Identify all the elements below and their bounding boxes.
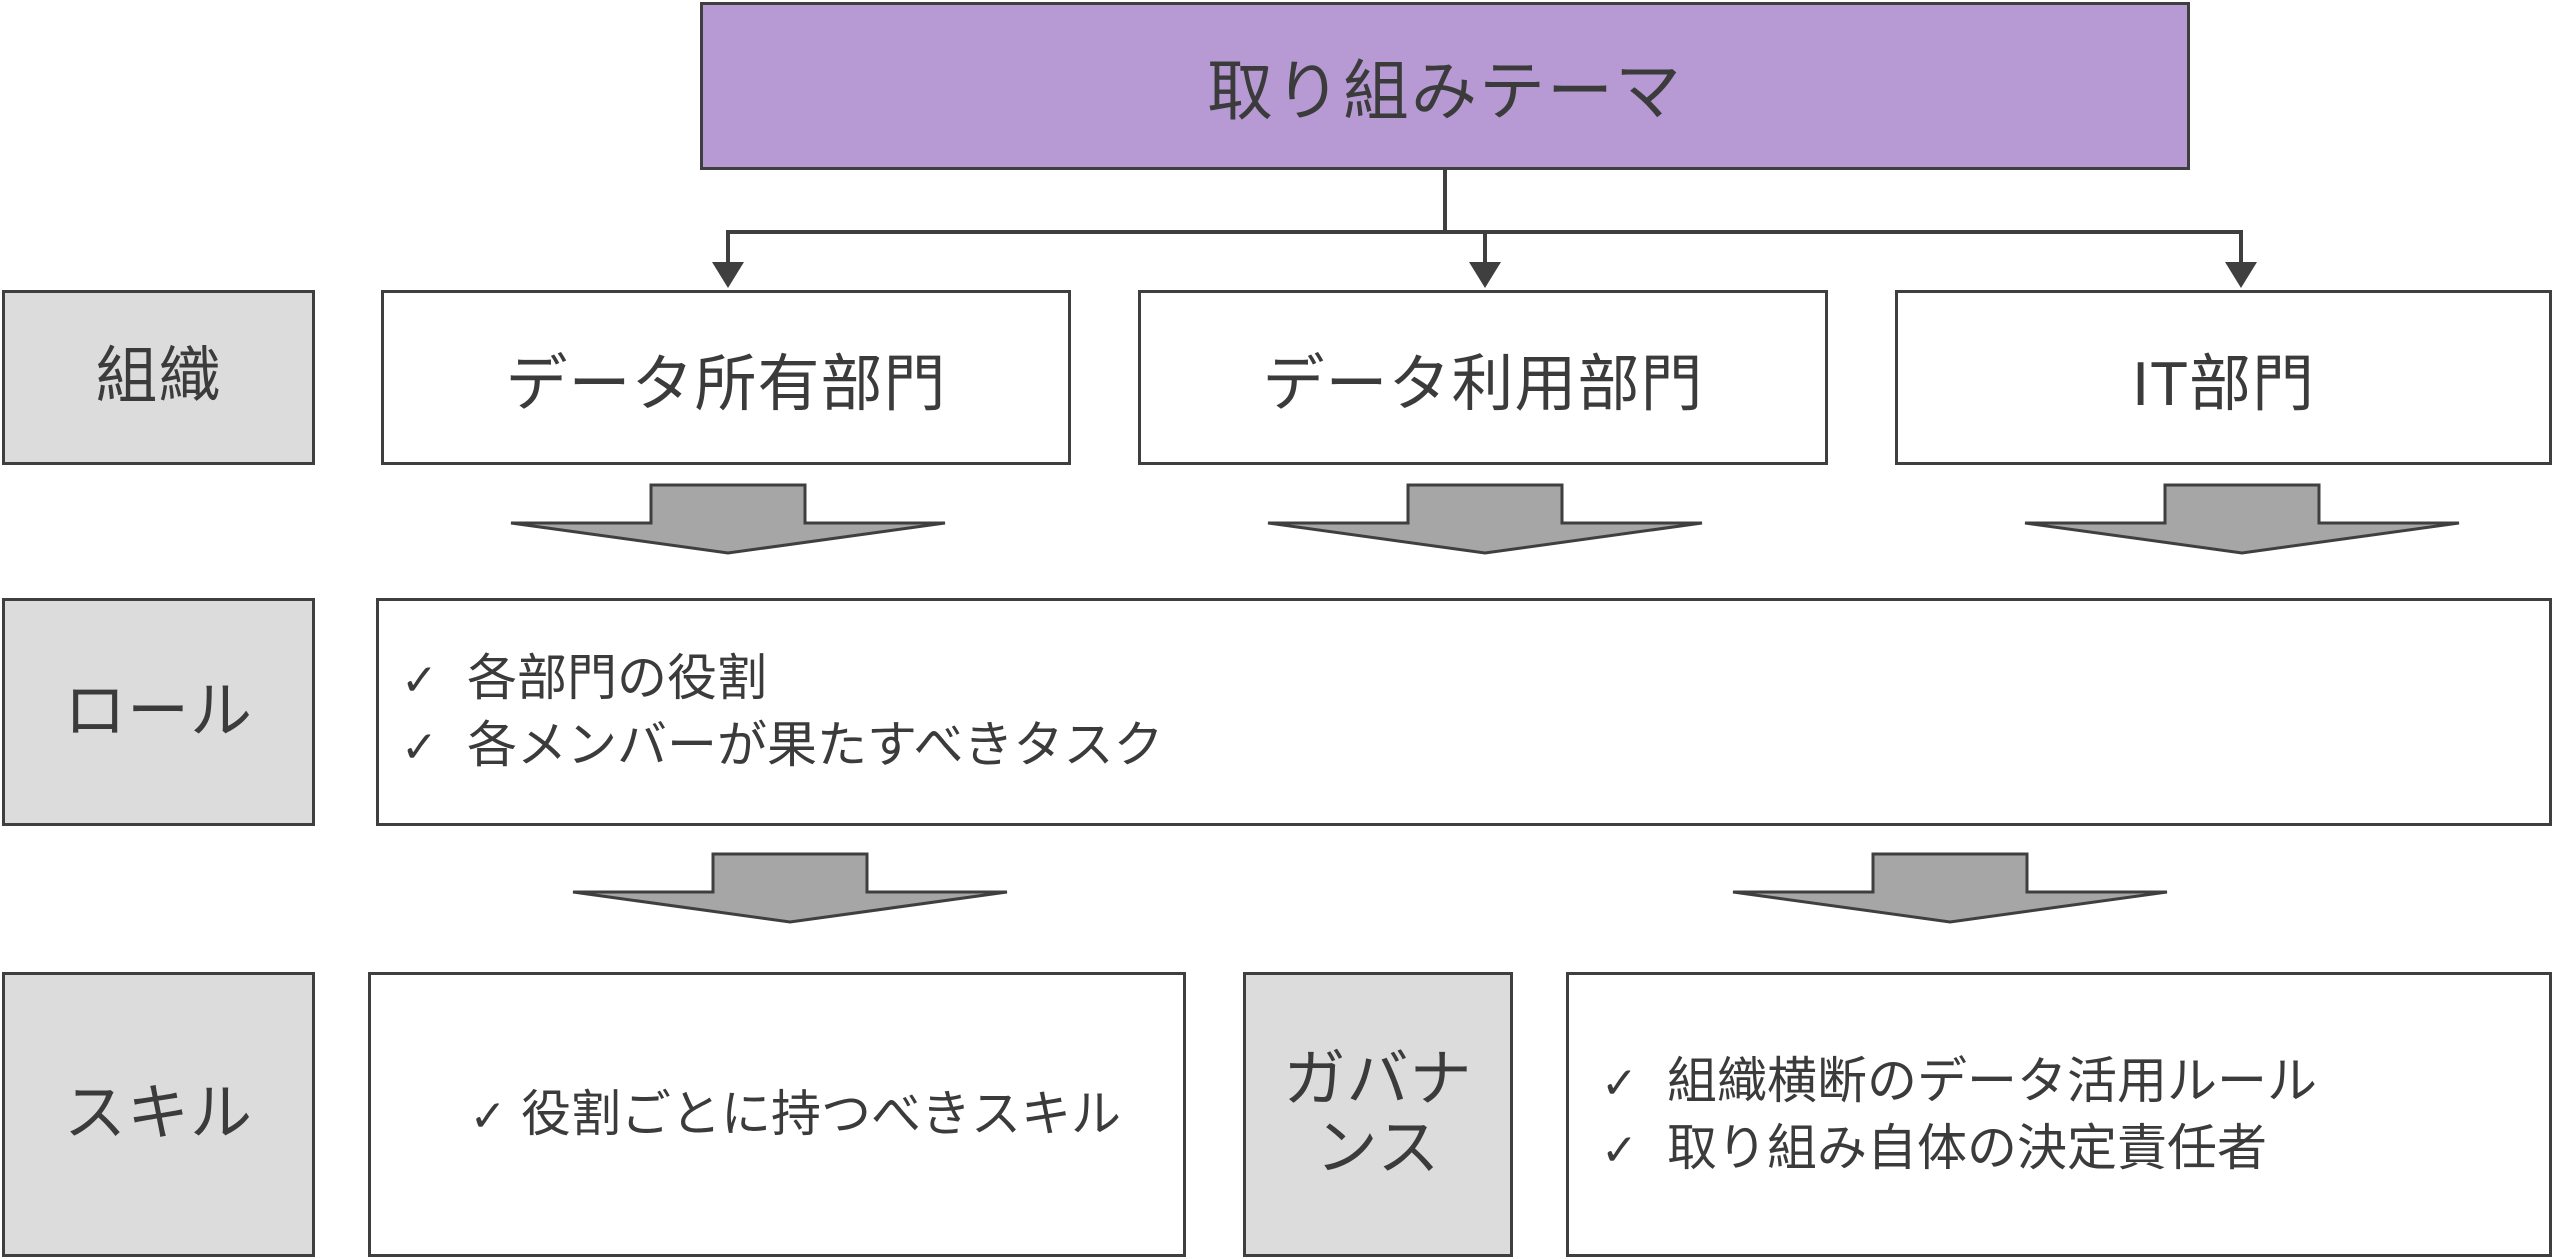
org-box-it-label: IT部門 <box>2131 349 2316 419</box>
org-box-data-user-label: データ利用部門 <box>1262 349 1704 419</box>
org-box-data-owner-label: データ所有部門 <box>505 349 947 419</box>
check-icon: ✓ <box>1601 1125 1638 1175</box>
org-box-data-owner: データ所有部門 <box>381 290 1071 465</box>
category-label-role-text: ロール <box>63 676 253 746</box>
list-item: ✓ 役割ごとに持つべきスキル <box>455 1081 1121 1148</box>
governance-content-box: ✓ 組織横断のデータ活用ルール ✓ 取り組み自体の決定責任者 <box>1566 972 2552 1257</box>
title-box: 取り組みテーマ <box>700 2 2190 170</box>
connector-drop-right <box>2239 230 2243 268</box>
org-box-data-user: データ利用部門 <box>1138 290 1828 465</box>
block-arrow-down-5-icon <box>1730 852 2170 924</box>
check-icon: ✓ <box>401 723 438 772</box>
connector-drop-left <box>726 230 730 268</box>
list-item-label: 役割ごとに持つべきスキル <box>521 1086 1121 1142</box>
arrowhead-left-icon <box>712 262 744 288</box>
arrowhead-right-icon <box>2225 262 2257 288</box>
skill-content-box: ✓ 役割ごとに持つべきスキル <box>368 972 1186 1257</box>
list-item-label: 取り組み自体の決定責任者 <box>1667 1119 2267 1176</box>
list-item: ✓ 組織横断のデータ活用ルール <box>1601 1048 2317 1115</box>
list-item: ✓ 各メンバーが果たすべきタスク <box>401 712 1164 779</box>
role-content-box: ✓ 各部門の役割 ✓ 各メンバーが果たすべきタスク <box>376 598 2552 826</box>
block-arrow-down-3-icon <box>2022 483 2462 555</box>
category-label-skill-text: スキル <box>63 1079 253 1149</box>
category-label-organization-text: 組織 <box>95 342 222 412</box>
list-item: ✓ 取り組み自体の決定責任者 <box>1601 1115 2267 1182</box>
category-label-role: ロール <box>2 598 315 826</box>
block-arrow-down-2-icon <box>1265 483 1705 555</box>
check-icon: ✓ <box>401 656 438 705</box>
connector-stem-vertical <box>1443 170 1447 232</box>
org-box-it: IT部門 <box>1895 290 2552 465</box>
list-item-label: 組織横断のデータ活用ルール <box>1667 1052 2317 1109</box>
check-icon: ✓ <box>1601 1058 1638 1108</box>
list-item: ✓ 各部門の役割 <box>401 645 767 712</box>
block-arrow-down-4-icon <box>570 852 1010 924</box>
category-label-organization: 組織 <box>2 290 315 465</box>
category-label-skill: スキル <box>2 972 315 1257</box>
list-item-label: 各メンバーが果たすべきタスク <box>467 717 1164 773</box>
check-icon: ✓ <box>469 1092 507 1141</box>
category-label-governance: ガバナ ンス <box>1243 972 1513 1257</box>
category-label-governance-line2: ンス <box>1315 1113 1441 1183</box>
block-arrow-down-1-icon <box>508 483 948 555</box>
connector-drop-center <box>1483 230 1487 268</box>
list-item-label: 各部門の役割 <box>467 650 767 706</box>
category-label-governance-line1: ガバナ <box>1283 1045 1473 1115</box>
arrowhead-center-icon <box>1469 262 1501 288</box>
title-label: 取り組みテーマ <box>1207 54 1683 128</box>
